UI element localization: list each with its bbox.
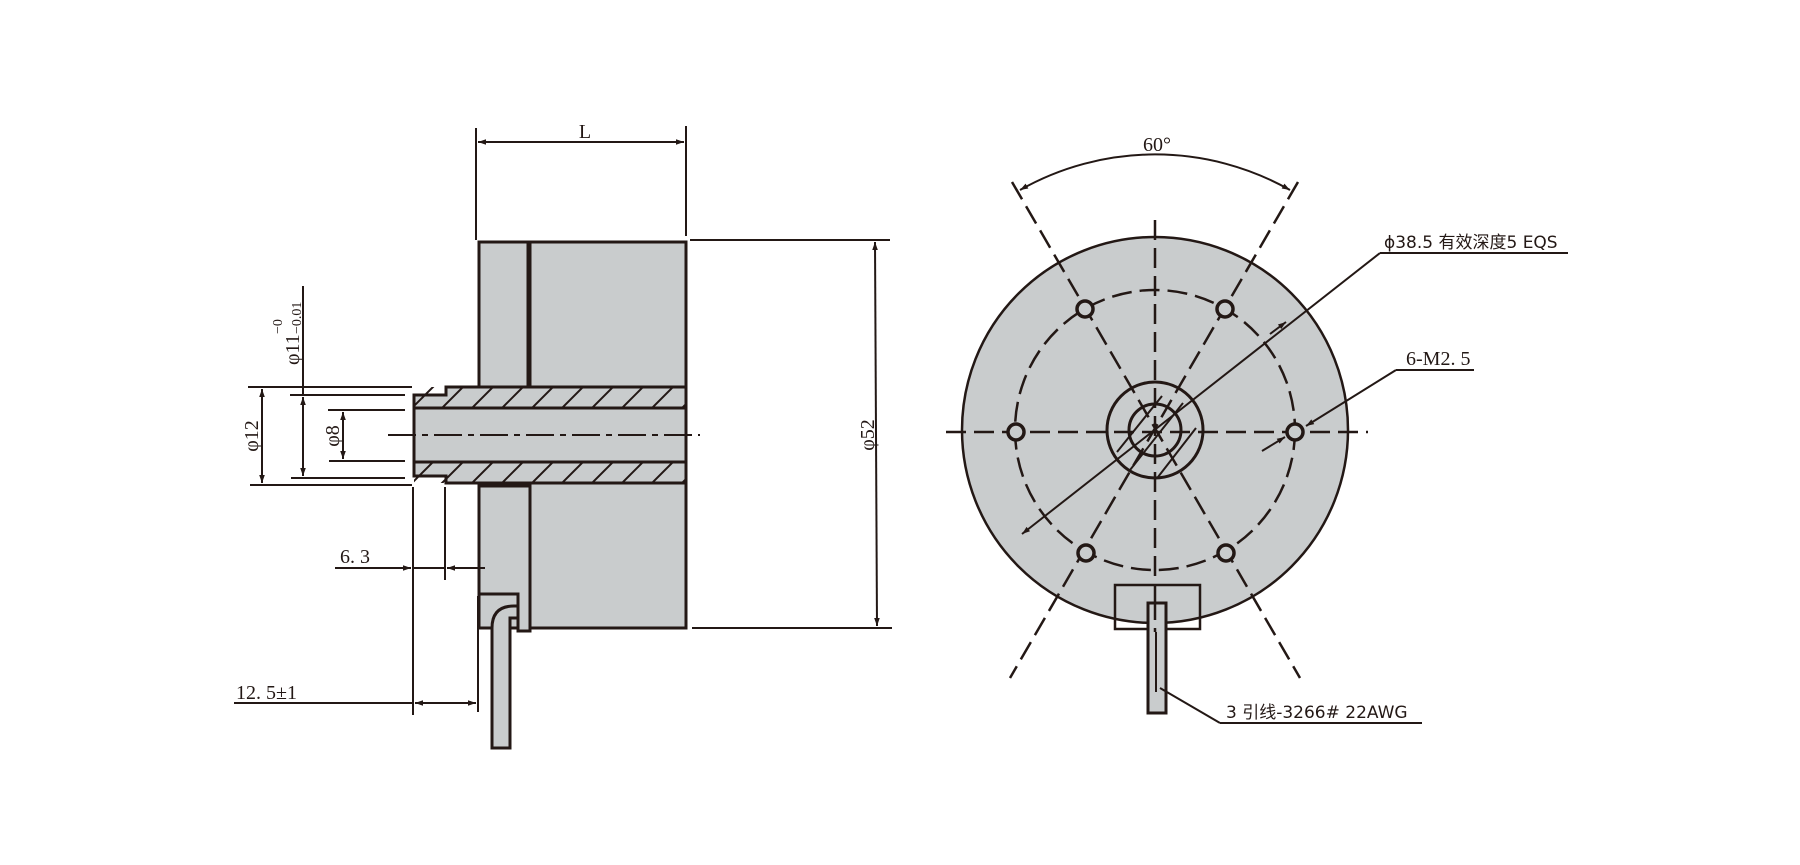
- mounting-holes: [1006, 299, 1305, 563]
- label-length: L: [579, 121, 591, 143]
- dim-lead-offset: 12. 5±1: [234, 596, 479, 712]
- lead-wire: [490, 604, 520, 750]
- hole-icon: [1075, 299, 1095, 319]
- dim-outer-shaft: φ12: [241, 386, 412, 486]
- label-bolt-circle: ϕ38.5 有效深度5 EQS: [1384, 233, 1558, 253]
- hole-icon: [1006, 422, 1026, 442]
- dim-angle: 60°: [1019, 134, 1291, 191]
- callout-bolt-circle: ϕ38.5 有效深度5 EQS: [1021, 233, 1568, 535]
- label-flange-offset: 6. 3: [340, 546, 370, 568]
- hub-outer: [1105, 380, 1205, 480]
- callout-leads: 3 引线-3266# 22AWG: [1159, 687, 1422, 724]
- hole-icon: [1076, 543, 1096, 563]
- hole-icon: [1216, 543, 1236, 563]
- label-body-diameter: φ52: [857, 419, 879, 451]
- dim-length: L: [475, 121, 687, 240]
- label-leads: 3 引线-3266# 22AWG: [1226, 703, 1408, 723]
- shaft: [388, 385, 700, 485]
- hole-icon: [1285, 422, 1305, 442]
- callout-holes: 6-M2. 5: [1261, 348, 1474, 452]
- label-shaft-lower: −0.01: [290, 302, 305, 334]
- label-angle: 60°: [1143, 134, 1171, 156]
- dim-bore: φ8: [322, 409, 405, 462]
- hole-icon: [1215, 299, 1235, 319]
- dim-body-diameter: φ52: [690, 239, 892, 629]
- front-view: 60° ϕ38.5 有效深度5 EQS 6-M2. 5 3 引线-3266# 2…: [946, 134, 1568, 724]
- lead-wire-front: [1146, 600, 1168, 715]
- label-shaft-upper: −0: [271, 319, 286, 334]
- dim-flange-offset: 6. 3: [335, 487, 485, 715]
- label-lead-offset: 12. 5±1: [236, 682, 297, 704]
- label-shaft-base: φ11: [282, 334, 304, 365]
- label-holes: 6-M2. 5: [1406, 348, 1470, 370]
- dim-shaft-tolerance: φ11 −0 −0.01: [271, 286, 405, 479]
- label-outer-shaft: φ12: [241, 420, 263, 452]
- label-bore: φ8: [322, 425, 344, 447]
- side-view: L φ52 φ12 φ11 −0 −0.01: [234, 121, 892, 750]
